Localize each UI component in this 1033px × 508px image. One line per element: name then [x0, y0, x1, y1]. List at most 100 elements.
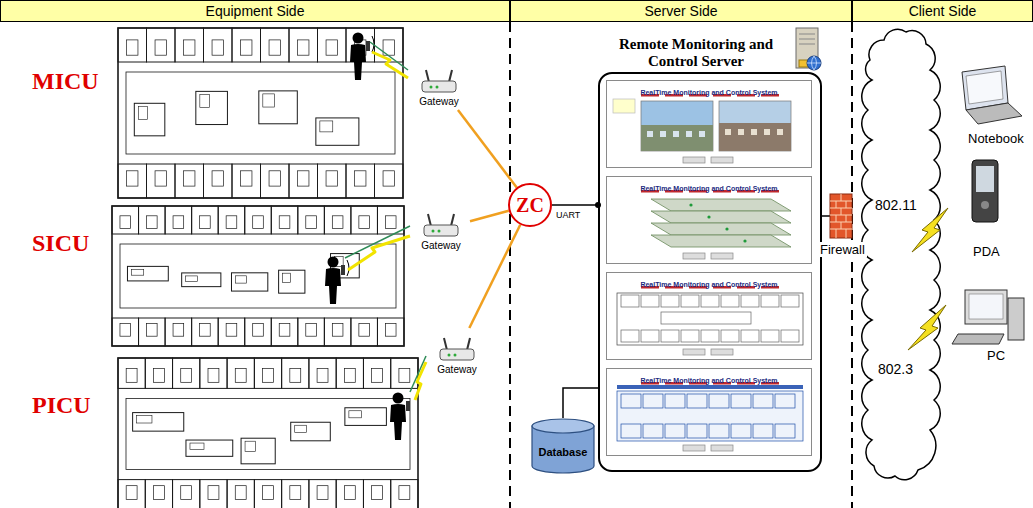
firewall-link — [822, 215, 830, 217]
floor-plan-wall — [133, 413, 184, 432]
plan-room — [721, 330, 739, 342]
floor-plan-wall — [282, 480, 309, 508]
router-icon — [437, 336, 477, 364]
plan-room — [621, 330, 639, 342]
staff-figure — [325, 257, 349, 305]
floor-layer — [651, 199, 791, 211]
photo-window — [686, 131, 692, 137]
floor-plan-wall — [385, 216, 396, 229]
floor-plan-wall — [127, 40, 138, 55]
figure-body — [325, 268, 341, 304]
floor-plan-wall — [218, 206, 245, 234]
plan-room — [781, 295, 799, 307]
floor-plan-wall — [269, 40, 280, 55]
floor-plan-wall — [298, 40, 309, 55]
plan-room — [661, 312, 751, 324]
floor-plan-wall — [190, 443, 204, 450]
floor-plan-wall — [383, 171, 394, 186]
photo-window — [660, 131, 666, 137]
floor-plan-wall — [212, 171, 223, 186]
floor-plan-wall — [175, 164, 204, 198]
plan-room — [641, 295, 659, 307]
floor-plan-wall — [196, 91, 228, 124]
floor-plan-wall — [241, 171, 252, 186]
floor-plan-wall — [184, 171, 195, 186]
device-label: Notebook — [968, 131, 1024, 146]
ward-name: SICU — [32, 230, 89, 257]
floor-plan-wall — [139, 206, 166, 234]
floor-plan-wall — [155, 40, 166, 55]
pc-icon — [952, 290, 1024, 344]
floor-plan-wall — [153, 486, 164, 500]
floor-plan-wall — [139, 318, 166, 346]
floor-plan-wall — [254, 480, 281, 508]
floor-plan-wall — [126, 72, 395, 154]
floor-plan-wall — [232, 28, 261, 62]
drive-slot — [799, 44, 815, 45]
floor-plan-wall — [306, 216, 317, 229]
floor-plan-wall — [145, 480, 172, 508]
connector-line — [469, 225, 520, 328]
floor-plan-wall — [227, 480, 254, 508]
floor-plan-wall — [245, 206, 272, 234]
section-divider — [509, 22, 511, 508]
plan-room — [681, 295, 699, 307]
floor-plan-wall — [112, 206, 139, 234]
floor-plan-wall — [165, 206, 192, 234]
pda-icon — [972, 160, 998, 222]
plan-frame — [617, 293, 803, 345]
radio-tag — [406, 401, 410, 411]
gateway-label: Gateway — [421, 240, 460, 252]
photo-building — [719, 123, 791, 151]
plan-room — [741, 330, 759, 342]
notebook-icon — [962, 66, 1022, 124]
server-icon — [796, 28, 821, 70]
screen-title: RealTime Monitoring and Control System — [640, 88, 777, 97]
floor-plan-wall — [232, 164, 261, 198]
floor-plan-wall — [254, 358, 281, 388]
floor-plan-wall — [271, 318, 298, 346]
floor-plan-wall — [181, 369, 192, 383]
floor-plan-wall — [118, 480, 145, 508]
router-antenna — [451, 214, 454, 226]
floor-plans — [112, 28, 418, 508]
gateway-node: Gateway — [412, 204, 470, 254]
header-text: Server Side — [644, 3, 717, 19]
floor-plan-wall — [355, 171, 366, 186]
photo-window — [647, 131, 653, 137]
screen-shot: RealTime Monitoring and Control System — [606, 272, 812, 360]
plan-room — [761, 295, 779, 307]
pc-tower — [1008, 298, 1024, 340]
floor-plan-wall — [298, 318, 325, 346]
figure-head — [393, 393, 404, 404]
floor-plan-wall — [173, 358, 200, 388]
floor-plan-wall — [241, 438, 275, 464]
plan-room — [731, 424, 751, 438]
floor-plan-wall — [118, 28, 147, 62]
wireless-bolt — [348, 236, 410, 270]
floor-plan-wall — [317, 369, 328, 383]
screen-title: RealTime Monitoring and Control System — [640, 376, 777, 385]
floor-layer — [651, 235, 791, 247]
floor-plan-wall — [291, 422, 331, 441]
firewall-icon — [830, 194, 852, 238]
database-label: Database — [539, 446, 588, 458]
floor-plan-wall — [253, 216, 264, 229]
floor-plan-wall — [309, 480, 336, 508]
cylinder-top — [532, 419, 594, 433]
floor-plan-wall — [298, 206, 325, 234]
drive-slot — [799, 39, 815, 40]
floor-plan-wall — [344, 486, 355, 500]
photo-window — [725, 129, 731, 135]
floor-plan-wall — [245, 318, 272, 346]
floor-plan-wall — [137, 416, 152, 423]
pda-button — [981, 201, 989, 209]
router-light — [432, 230, 435, 233]
floor-plan-wall — [155, 171, 166, 186]
floor-plan-wall — [127, 171, 138, 186]
floor-plan-wall — [336, 358, 363, 388]
plan-room — [661, 295, 679, 307]
floor-plan-wall — [118, 164, 147, 198]
photo-window — [673, 131, 679, 137]
